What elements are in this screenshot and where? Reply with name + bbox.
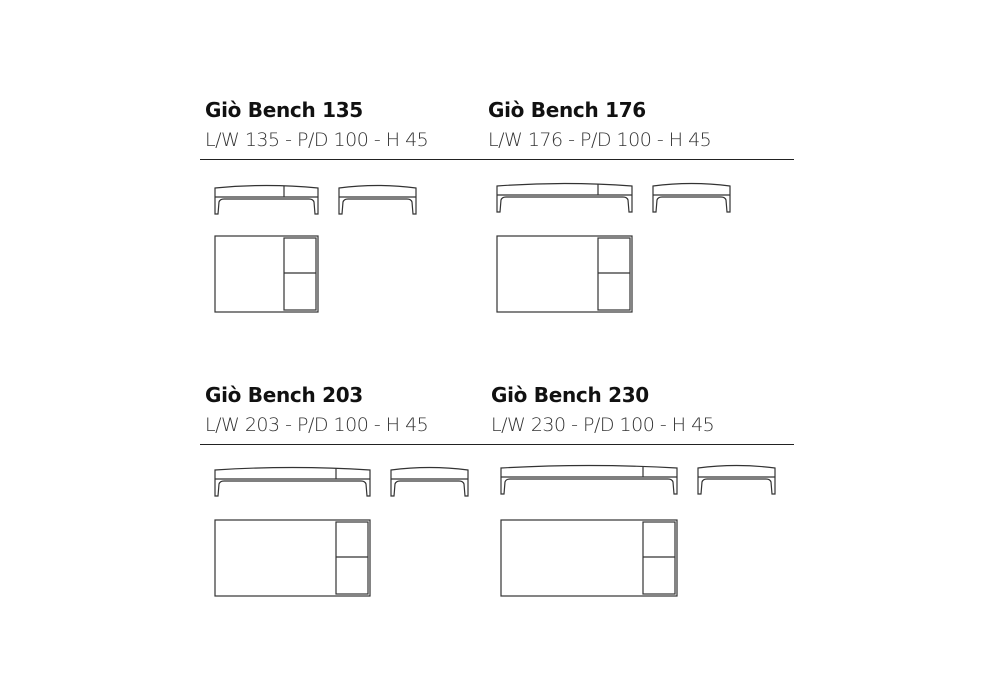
plan-tray	[283, 237, 317, 311]
side-view-203-outline	[390, 466, 469, 497]
plan-view-230	[500, 519, 678, 597]
front-view-203-outline	[214, 466, 371, 497]
front-view-176-outline	[496, 182, 633, 213]
bench-230-dimensions: L/W 230 - P/D 100 - H 45	[491, 414, 715, 436]
bench-135-dimensions: L/W 135 - P/D 100 - H 45	[205, 129, 429, 151]
bench-135-title: Giò Bench 135	[205, 98, 363, 122]
side-view-203	[390, 466, 469, 497]
side-view-230	[697, 464, 776, 495]
bench-176-title: Giò Bench 176	[488, 98, 646, 122]
front-view-135-outline	[214, 184, 319, 215]
plan-tray	[642, 521, 676, 595]
plan-outline	[500, 519, 678, 597]
bench-203-title: Giò Bench 203	[205, 383, 363, 407]
plan-outline	[214, 235, 319, 313]
plan-outline	[214, 519, 371, 597]
side-view-176	[652, 182, 731, 213]
bench-203-dimensions: L/W 203 - P/D 100 - H 45	[205, 414, 429, 436]
bench-176-dimensions: L/W 176 - P/D 100 - H 45	[488, 129, 712, 151]
plan-tray	[335, 521, 369, 595]
front-view-176	[496, 182, 633, 213]
plan-outline	[496, 235, 633, 313]
side-view-230-outline	[697, 464, 776, 495]
front-view-230-outline	[500, 464, 678, 495]
plan-view-135	[214, 235, 319, 313]
plan-tray	[597, 237, 631, 311]
front-view-203	[214, 466, 371, 497]
side-view-135-outline	[338, 184, 417, 215]
divider-line	[200, 444, 794, 445]
bench-230-title: Giò Bench 230	[491, 383, 649, 407]
plan-view-203	[214, 519, 371, 597]
side-view-176-outline	[652, 182, 731, 213]
side-view-135	[338, 184, 417, 215]
front-view-230	[500, 464, 678, 495]
plan-view-176	[496, 235, 633, 313]
divider-line	[200, 159, 794, 160]
front-view-135	[214, 184, 319, 215]
